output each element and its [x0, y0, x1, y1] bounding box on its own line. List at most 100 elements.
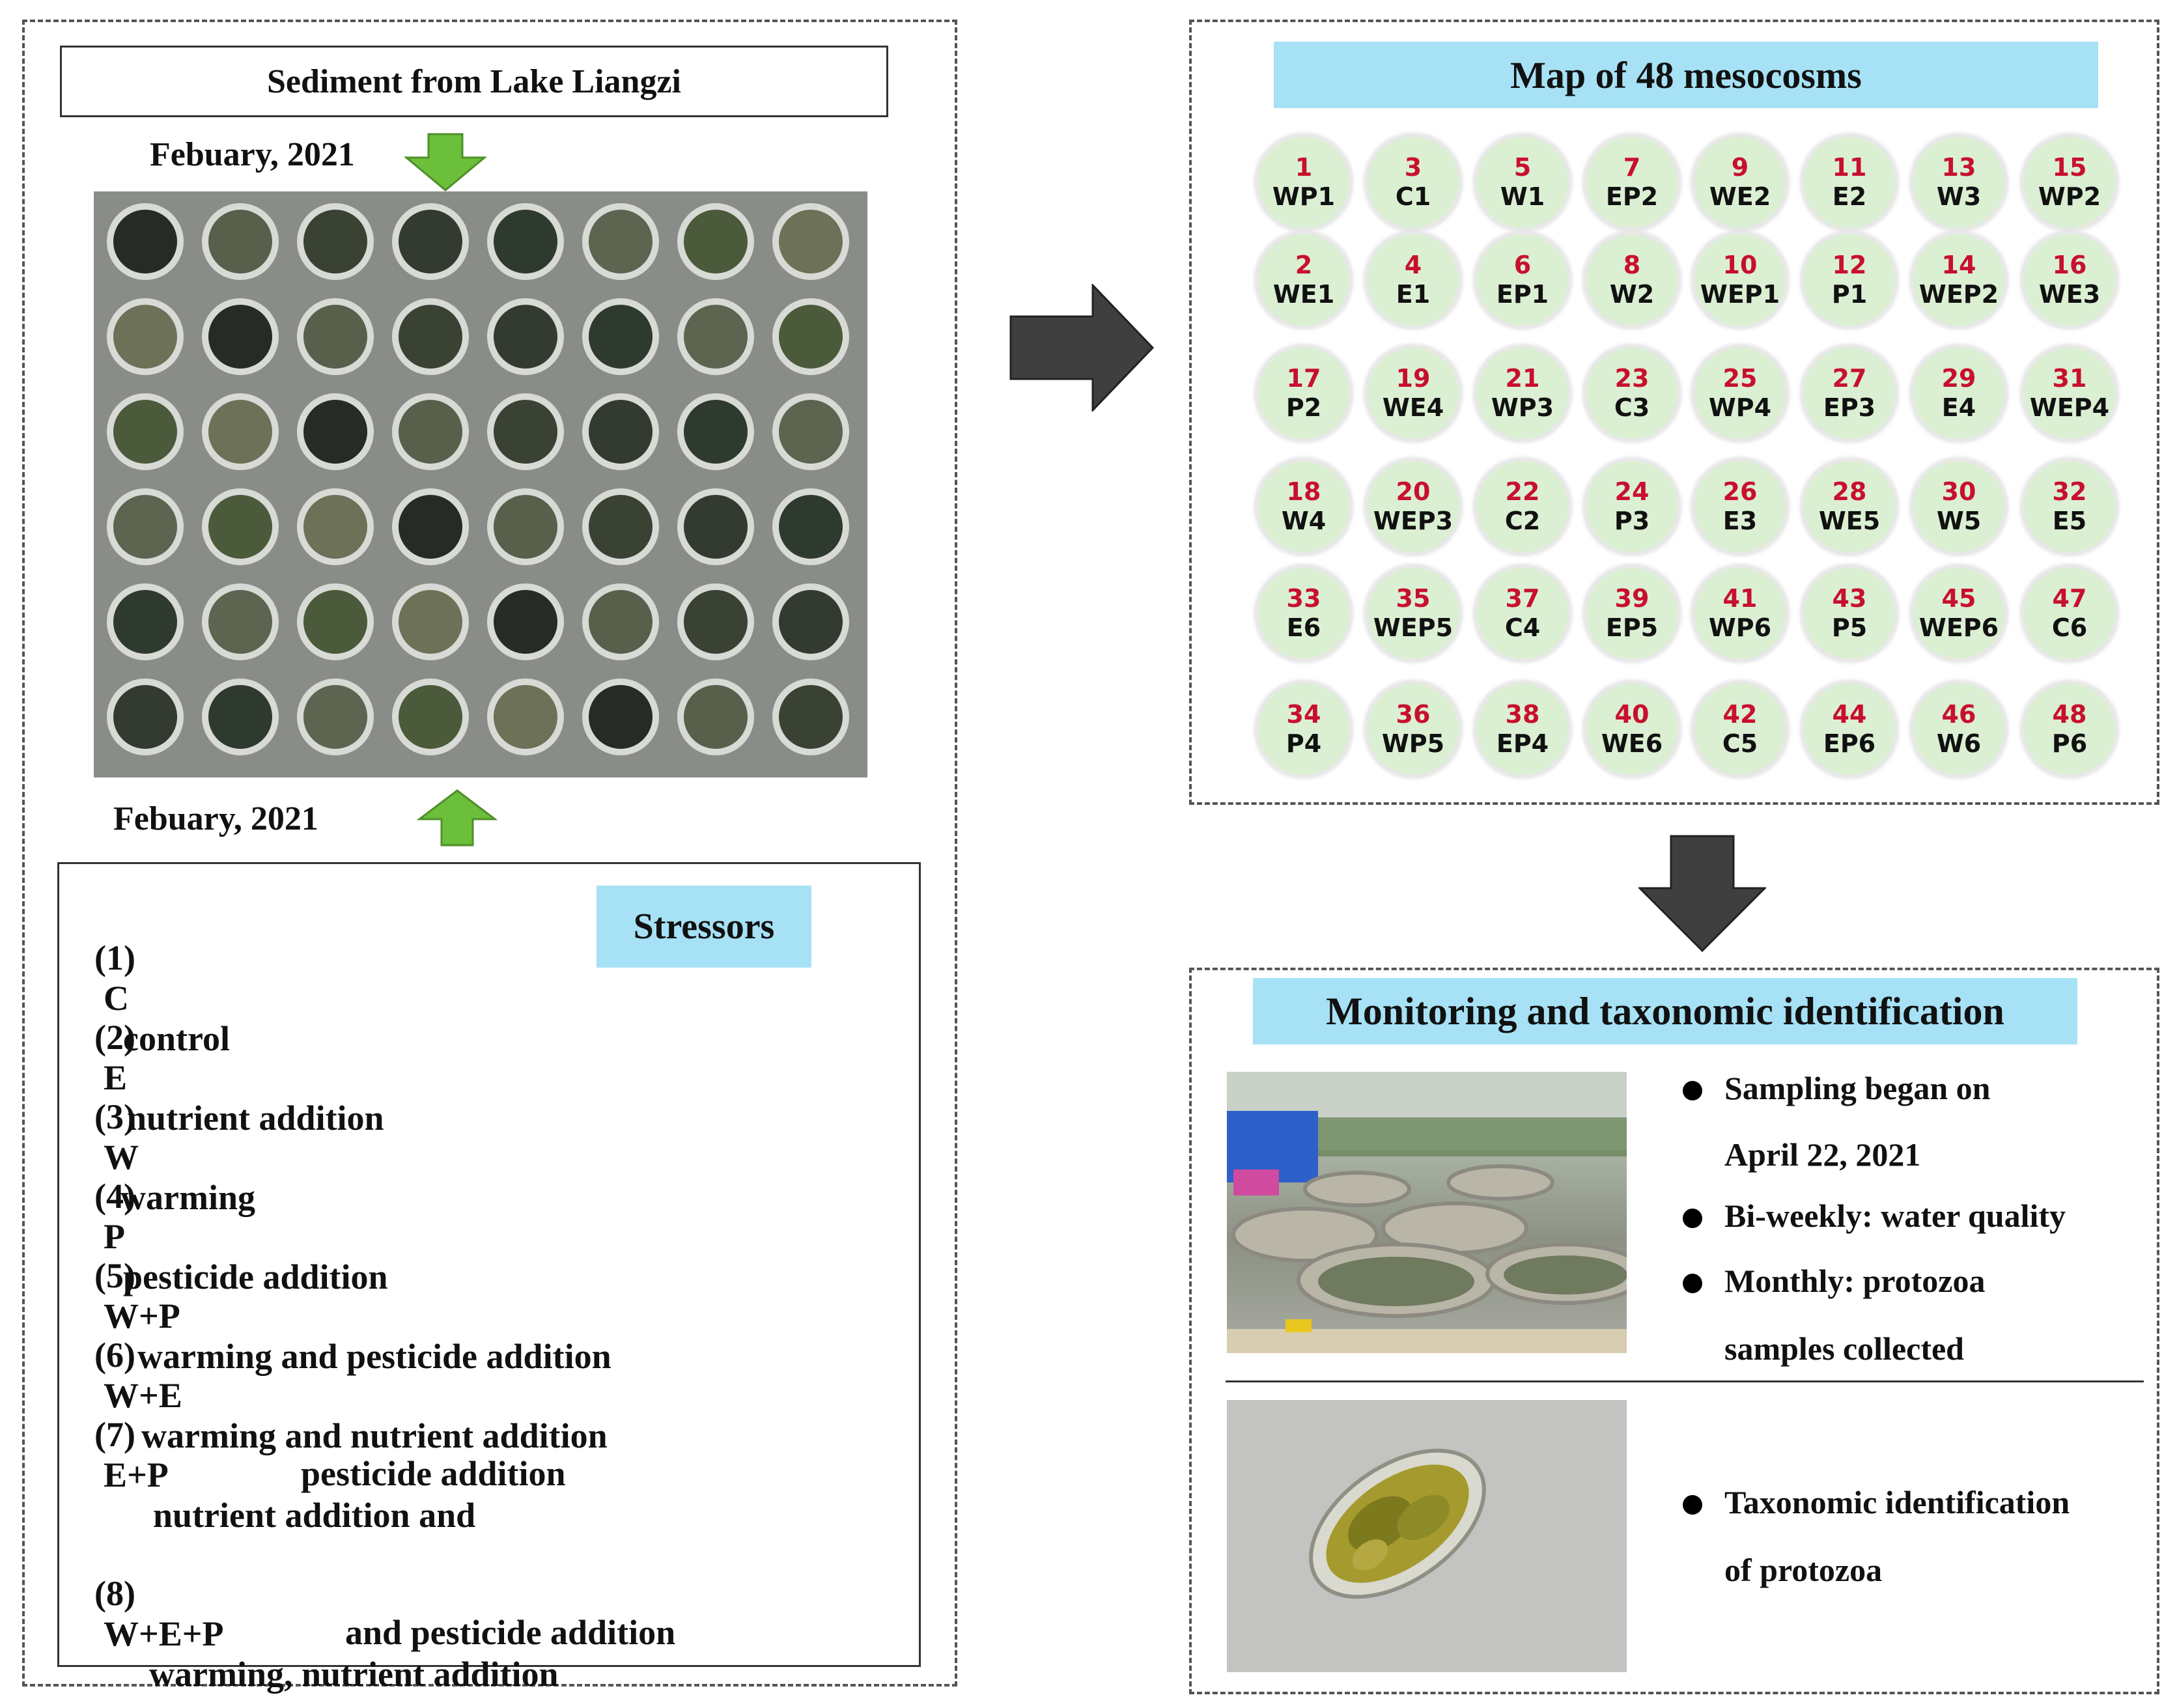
- mesocosm-treatment-code: P5: [1831, 613, 1868, 642]
- date-top-label: Febuary, 2021: [150, 136, 355, 173]
- mesocosm-treatment-code: E5: [2052, 507, 2087, 535]
- tank-image: [107, 679, 184, 755]
- stressor-description: pesticide addition: [123, 1257, 388, 1296]
- mesocosm-treatment-code: W4: [1281, 507, 1327, 535]
- divider-line: [1226, 1380, 2144, 1382]
- mesocosm-treatment-code: WEP4: [2029, 393, 2110, 422]
- down-arrow-icon: [1638, 835, 1766, 952]
- tank-image: [582, 203, 659, 280]
- mesocosm-number: 16: [2052, 251, 2087, 279]
- mesocosm-treatment-code: WP6: [1708, 613, 1772, 642]
- tank-image: [677, 203, 754, 280]
- aerial-mesocosm-photo: [94, 191, 867, 777]
- mesocosm-number: 35: [1396, 584, 1431, 613]
- tank-image: [202, 679, 279, 755]
- tank-image: [202, 203, 279, 280]
- date-bottom-label: Febuary, 2021: [113, 800, 318, 837]
- stressor-description: nutrient addition: [127, 1099, 384, 1138]
- bullet-text-continued: samples collected: [1724, 1330, 1964, 1367]
- mesocosm-treatment-code: WEP1: [1700, 280, 1780, 309]
- tank-image: [392, 583, 469, 660]
- stressor-number: (5): [94, 1256, 135, 1295]
- stressor-item: (7) E+P nutrient addition and: [77, 1374, 475, 1535]
- mesocosm-number: 48: [2052, 700, 2087, 729]
- mesocosm-treatment-code: E4: [1941, 393, 1976, 422]
- stressor-description-continued: and pesticide addition: [345, 1613, 676, 1652]
- mesocosm-treatment-code: WP3: [1491, 393, 1554, 422]
- bullet-text: Sampling began on: [1724, 1070, 1991, 1106]
- mesocosm-treatment-code: WE5: [1818, 507, 1881, 535]
- stressor-number: (6): [94, 1336, 135, 1375]
- mesocosm-treatment-code: C3: [1614, 393, 1650, 422]
- mesocosm-number: 25: [1722, 364, 1758, 393]
- tank-image: [392, 679, 469, 755]
- stressor-description: warming, nutrient addition: [149, 1655, 559, 1694]
- tank-image: [487, 583, 564, 660]
- stressor-number: (4): [94, 1177, 135, 1216]
- mesocosm-treatment-code: WE1: [1272, 280, 1335, 309]
- right-arrow-icon: [1009, 284, 1154, 412]
- tank-image: [582, 488, 659, 565]
- mesocosm-number: 47: [2052, 584, 2087, 613]
- up-arrow-green-icon: [417, 789, 498, 847]
- mesocosm-number: 6: [1513, 251, 1532, 279]
- mesocosm-treatment-code: WE4: [1382, 393, 1444, 422]
- mesocosm-treatment-code: P2: [1285, 393, 1322, 422]
- tank-image: [297, 393, 374, 470]
- monitoring-title-box: Monitoring and taxonomic identification: [1253, 978, 2077, 1044]
- stressor-item: (1) C control: [77, 897, 230, 1059]
- mesocosm-treatment-code: EP4: [1496, 729, 1549, 758]
- bullet-dot-icon: [1683, 1495, 1702, 1515]
- map-panel: [1189, 20, 2159, 805]
- tank-image: [107, 393, 184, 470]
- mesocosm-treatment-code: W3: [1936, 182, 1982, 211]
- stressor-description-continued: pesticide addition: [301, 1454, 566, 1493]
- mesocosm-treatment-code: E2: [1832, 182, 1867, 211]
- mesocosm-treatment-code: E6: [1286, 613, 1321, 642]
- tank-image: [772, 298, 849, 375]
- mesocosm-treatment-code: C6: [2051, 613, 2088, 642]
- mesocosm-treatment-code: WE3: [2038, 280, 2101, 309]
- stressor-item: (6) W+E warming and nutrient addition: [77, 1295, 608, 1456]
- tank-image: [202, 488, 279, 565]
- mesocosm-number: 4: [1404, 251, 1422, 279]
- stressor-item: (4) P pesticide addition: [77, 1136, 388, 1297]
- stressor-number: (8): [94, 1574, 135, 1613]
- stressor-description: warming: [120, 1178, 255, 1217]
- tank-image: [107, 488, 184, 565]
- stressor-description: warming and nutrient addition: [141, 1416, 608, 1455]
- tank-image: [392, 298, 469, 375]
- bullet-text-continued: April 22, 2021: [1724, 1136, 1921, 1173]
- tank-image: [297, 488, 374, 565]
- mesocosm-number: 5: [1513, 153, 1532, 182]
- stressor-description: nutrient addition and: [153, 1496, 476, 1535]
- mesocosm-number: 45: [1941, 584, 1976, 613]
- mesocosm-number: 1: [1295, 153, 1313, 182]
- mesocosm-number: 39: [1614, 584, 1650, 613]
